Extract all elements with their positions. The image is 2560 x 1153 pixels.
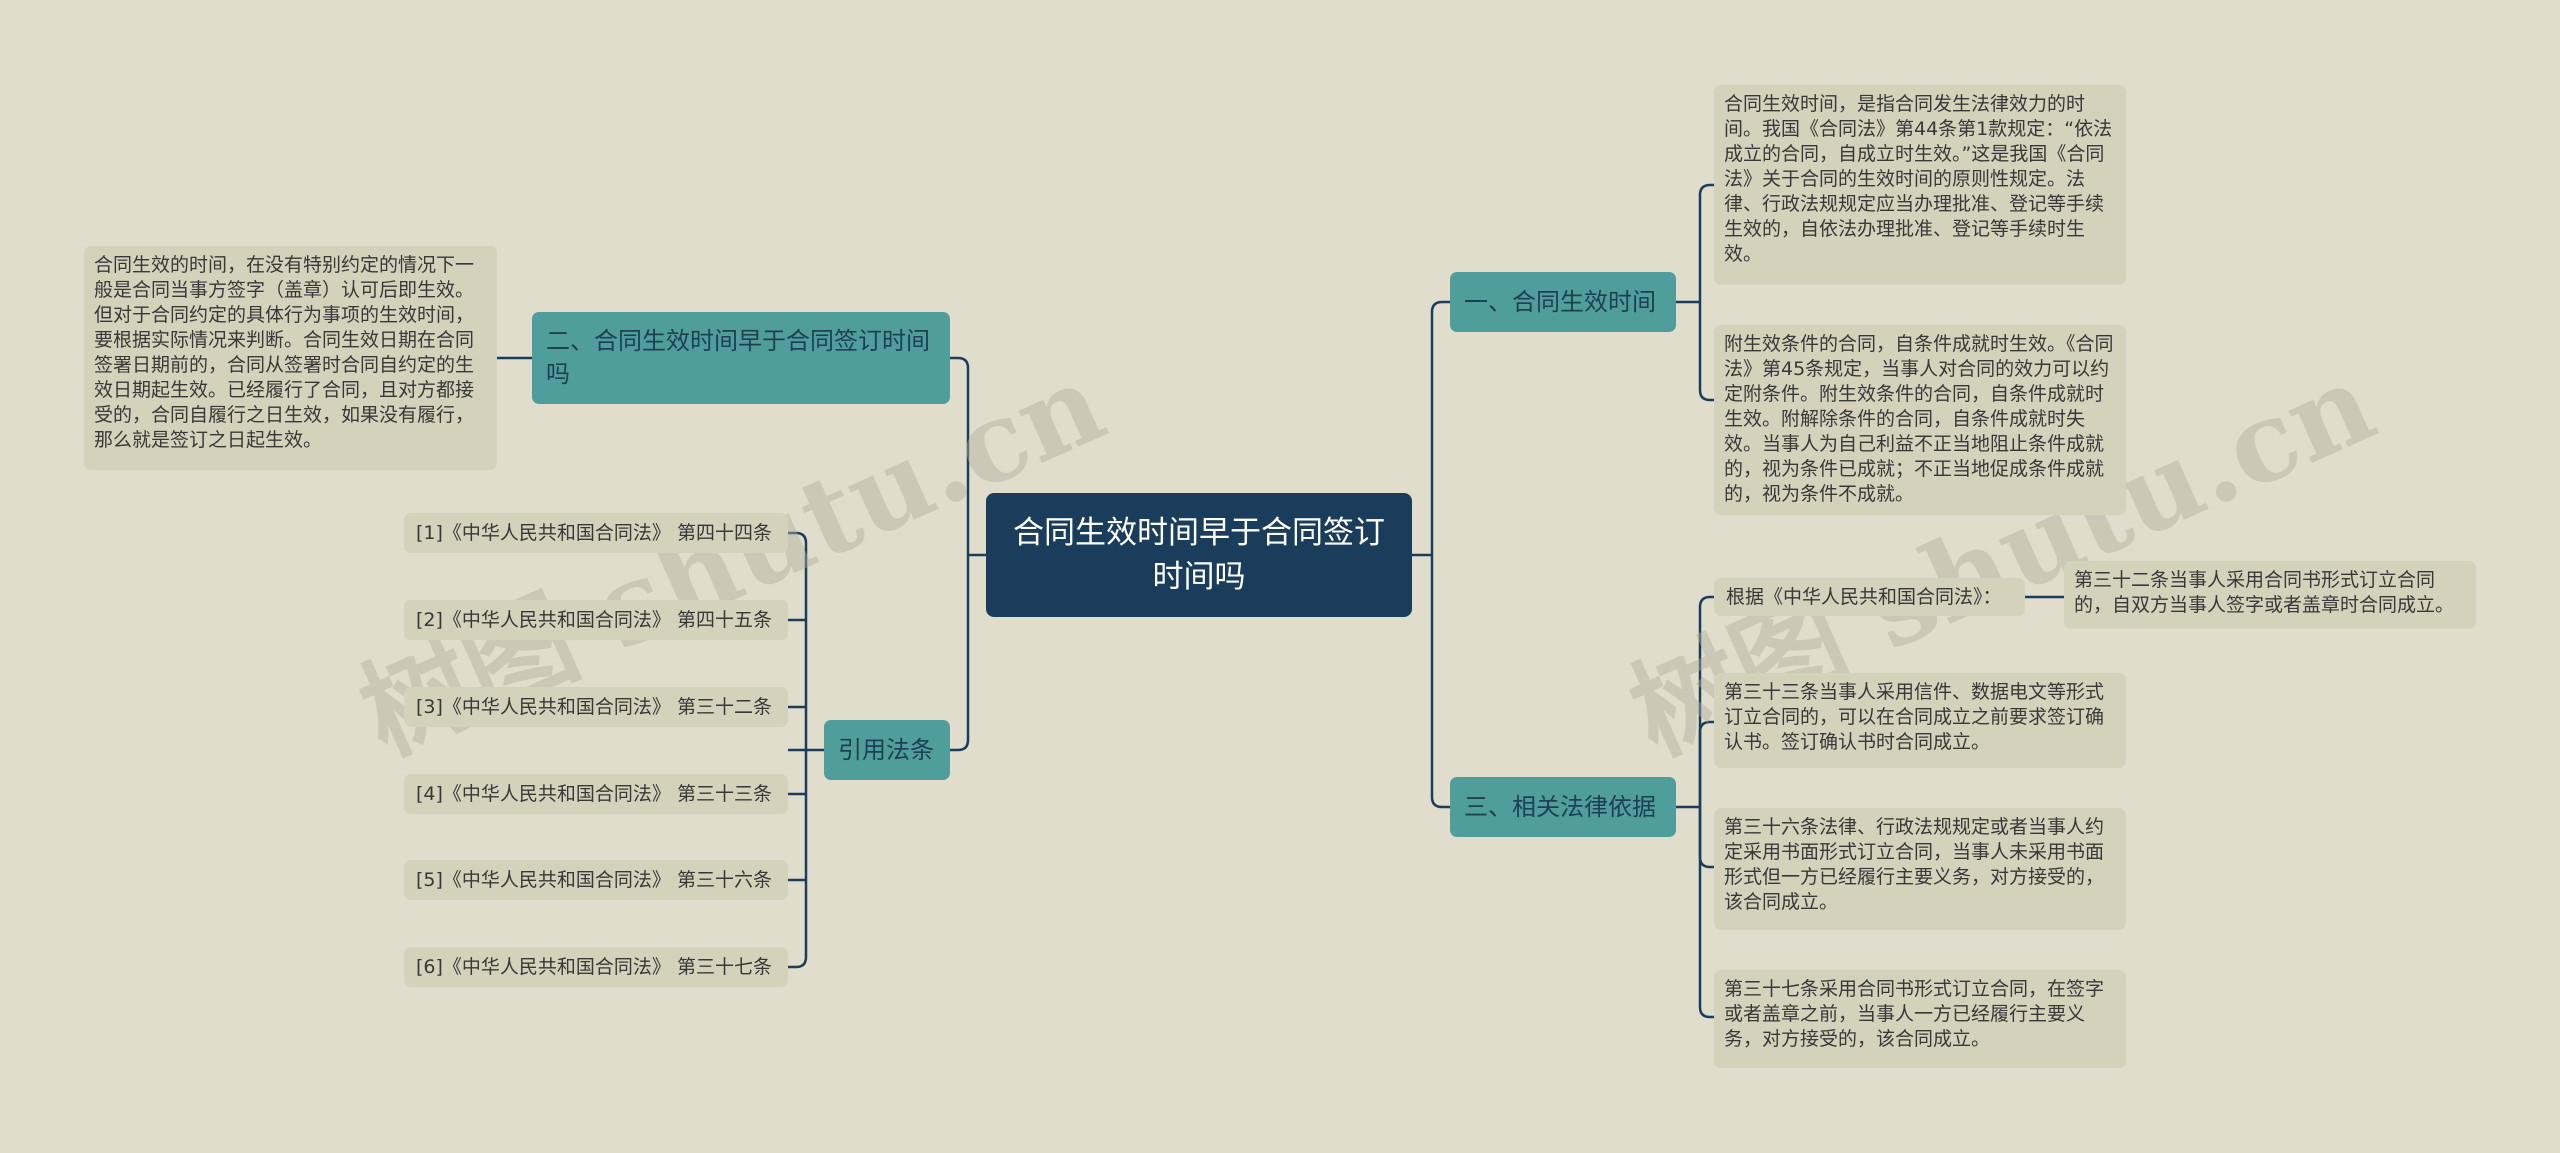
ref-item[interactable]: [5]《中华人民共和国合同法》 第三十六条 — [404, 860, 788, 900]
ref-text: [6]《中华人民共和国合同法》 第三十七条 — [416, 955, 772, 978]
root-topic[interactable]: 合同生效时间早于合同签订时间吗 — [986, 493, 1412, 617]
branch-label: 三、相关法律依据 — [1464, 792, 1656, 821]
leaf-text: 合同生效的时间，在没有特别约定的情况下一般是合同当事方签字（盖章）认可后即生效。… — [94, 254, 475, 451]
ref-item[interactable]: [6]《中华人民共和国合同法》 第三十七条 — [404, 947, 788, 987]
leaf-text: 附生效条件的合同，自条件成就时生效。《合同法》第45条规定，当事人对合同的效力可… — [1724, 333, 2114, 505]
ref-text: [5]《中华人民共和国合同法》 第三十六条 — [416, 868, 772, 891]
leaf-text: 合同生效时间，是指合同发生法律效力的时间。我国《合同法》第44条第1款规定：“依… — [1724, 93, 2113, 265]
leaf-legal-basis-intro[interactable]: 根据《中华人民共和国合同法》： — [1714, 578, 2025, 616]
ref-item[interactable]: [3]《中华人民共和国合同法》 第三十二条 — [404, 687, 788, 727]
leaf-effective-before-signing[interactable]: 合同生效的时间，在没有特别约定的情况下一般是合同当事方签字（盖章）认可后即生效。… — [84, 246, 497, 470]
ref-item[interactable]: [4]《中华人民共和国合同法》 第三十三条 — [404, 774, 788, 814]
leaf-text: 第三十二条当事人采用合同书形式订立合同的，自双方当事人签字或者盖章时合同成立。 — [2074, 569, 2455, 616]
leaf-text: 根据《中华人民共和国合同法》： — [1726, 585, 2002, 608]
branch-label: 一、合同生效时间 — [1464, 287, 1656, 316]
ref-text: [1]《中华人民共和国合同法》 第四十四条 — [416, 521, 772, 544]
leaf-conditional-contract[interactable]: 附生效条件的合同，自条件成就时生效。《合同法》第45条规定，当事人对合同的效力可… — [1714, 325, 2126, 515]
branch-legal-basis[interactable]: 三、相关法律依据 — [1450, 777, 1676, 837]
branch-label: 二、合同生效时间早于合同签订时间吗 — [546, 327, 930, 388]
leaf-article-37[interactable]: 第三十七条采用合同书形式订立合同，在签字或者盖章之前，当事人一方已经履行主要义务… — [1714, 970, 2126, 1068]
ref-text: [3]《中华人民共和国合同法》 第三十二条 — [416, 695, 772, 718]
branch-cited-laws[interactable]: 引用法条 — [824, 720, 950, 780]
leaf-article-33[interactable]: 第三十三条当事人采用信件、数据电文等形式订立合同的，可以在合同成立之前要求签订确… — [1714, 673, 2126, 768]
branch-effective-before-signing[interactable]: 二、合同生效时间早于合同签订时间吗 — [532, 312, 950, 404]
leaf-text: 第三十三条当事人采用信件、数据电文等形式订立合同的，可以在合同成立之前要求签订确… — [1724, 681, 2105, 753]
ref-text: [2]《中华人民共和国合同法》 第四十五条 — [416, 608, 772, 631]
leaf-text: 第三十七条采用合同书形式订立合同，在签字或者盖章之前，当事人一方已经履行主要义务… — [1724, 978, 2105, 1050]
ref-item[interactable]: [1]《中华人民共和国合同法》 第四十四条 — [404, 513, 788, 553]
branch-label: 引用法条 — [838, 735, 934, 764]
ref-text: [4]《中华人民共和国合同法》 第三十三条 — [416, 782, 772, 805]
leaf-article-36[interactable]: 第三十六条法律、行政法规规定或者当事人约定采用书面形式订立合同，当事人未采用书面… — [1714, 808, 2126, 930]
root-title: 合同生效时间早于合同签订时间吗 — [1013, 515, 1385, 595]
leaf-text: 第三十六条法律、行政法规规定或者当事人约定采用书面形式订立合同，当事人未采用书面… — [1724, 816, 2105, 913]
leaf-article-32[interactable]: 第三十二条当事人采用合同书形式订立合同的，自双方当事人签字或者盖章时合同成立。 — [2064, 561, 2476, 629]
branch-contract-effective-time[interactable]: 一、合同生效时间 — [1450, 272, 1676, 332]
ref-item[interactable]: [2]《中华人民共和国合同法》 第四十五条 — [404, 600, 788, 640]
leaf-effective-time-definition[interactable]: 合同生效时间，是指合同发生法律效力的时间。我国《合同法》第44条第1款规定：“依… — [1714, 85, 2126, 285]
